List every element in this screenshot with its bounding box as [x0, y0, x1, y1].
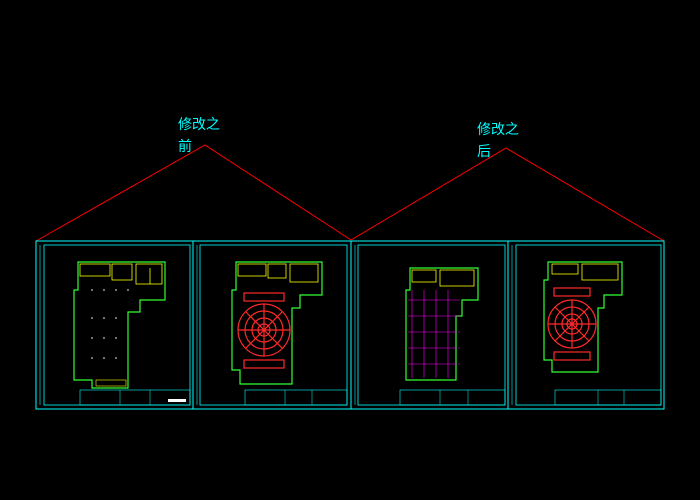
floor-plan-1 — [73, 261, 166, 389]
floor-plan-2 — [231, 261, 323, 385]
before-label-line2: 前 — [178, 139, 192, 155]
before-label-line1: 修改之 — [178, 117, 220, 133]
before-modification-label: 修改之 前 — [178, 114, 220, 158]
drawing-sheet-1 — [35, 240, 194, 410]
seating-layout-2 — [237, 292, 291, 369]
floor-plan-3 — [405, 267, 479, 381]
after-label-line2: 后 — [477, 144, 491, 160]
structural-grid-3 — [408, 290, 460, 378]
after-modification-label: 修改之 后 — [477, 119, 519, 163]
drawing-sheet-2 — [192, 240, 352, 410]
floor-plan-4 — [543, 261, 623, 373]
seating-layout-4 — [547, 287, 597, 361]
after-label-line1: 修改之 — [477, 122, 519, 138]
drawing-sheet-4 — [507, 240, 665, 410]
drawing-sheet-3 — [350, 240, 509, 410]
after-roof-line — [350, 147, 665, 242]
before-roof-line — [35, 144, 352, 242]
